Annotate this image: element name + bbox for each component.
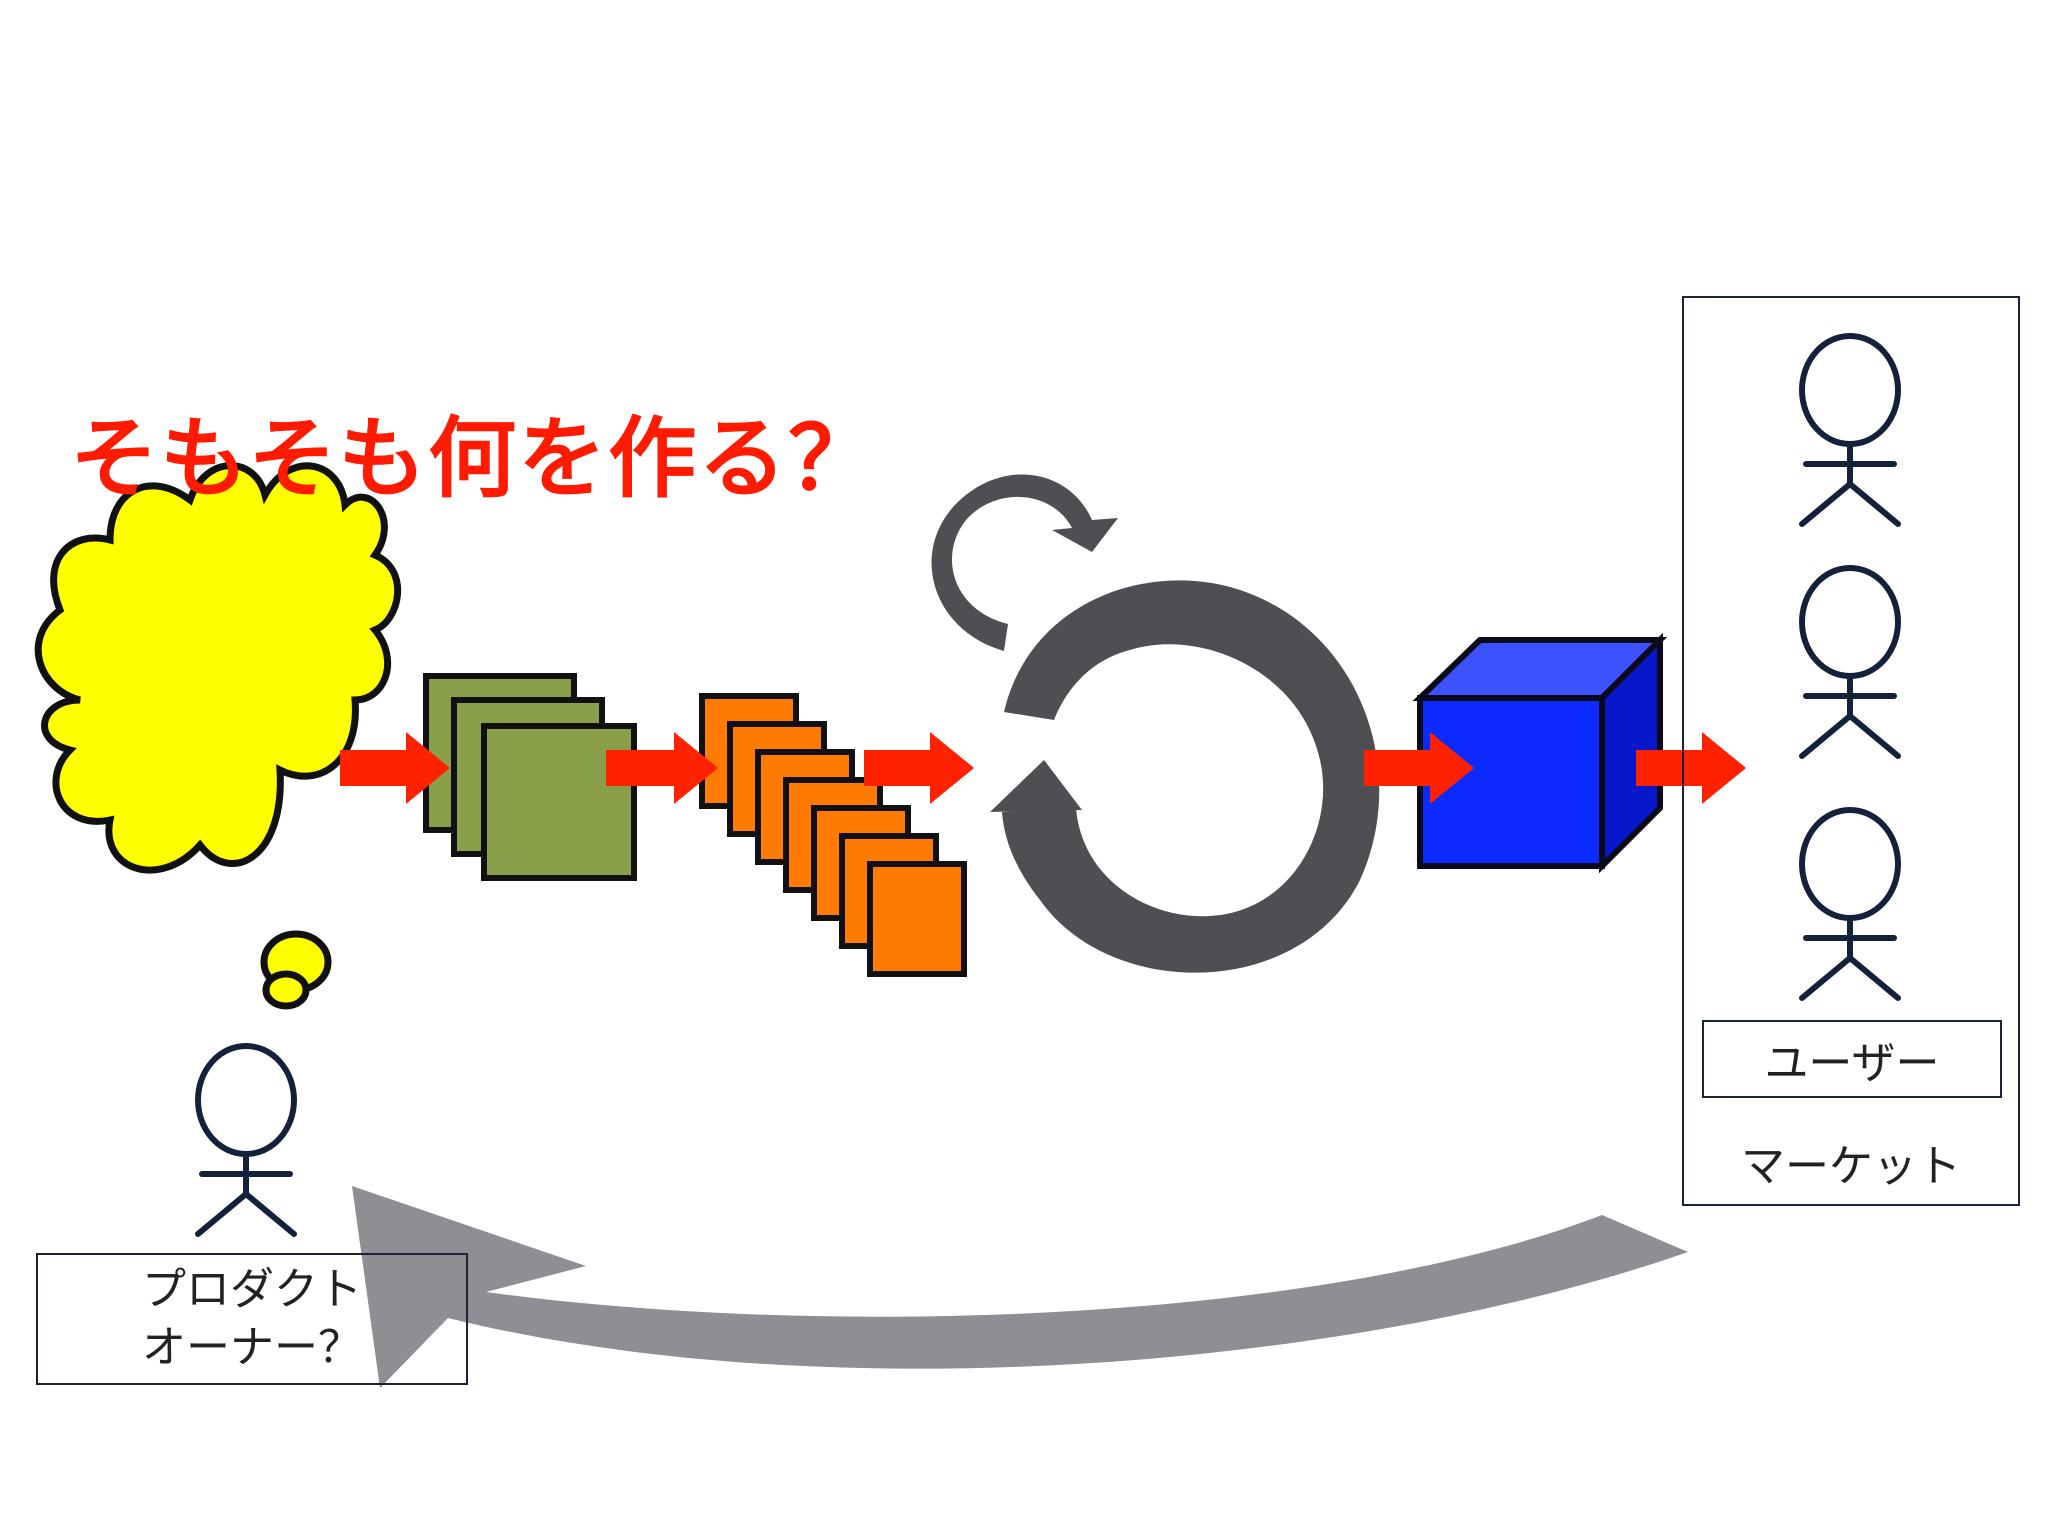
feedback-arrow [352,1186,1688,1388]
red-arrow-icon [1636,732,1746,804]
red-arrow-icon [1364,732,1474,804]
red-arrow-icon [340,732,450,804]
red-arrow-icon [606,732,718,804]
market-label: マーケット [1741,1141,1961,1192]
stick-figure-icon [1799,807,1901,1001]
red-arrow-icon [864,732,974,804]
product-owner-label-box: プロダクト オーナー？ [36,1253,468,1385]
page-title: そもそも何を作る？ [70,407,879,510]
orange-card [867,861,967,977]
users-label: ユーザー [1764,1038,1940,1089]
product-owner-label-line1: プロダクト [142,1264,362,1315]
product-owner-label-line2: オーナー？ [142,1322,362,1373]
users-label-box: ユーザー [1702,1020,2002,1098]
flow-arrows [340,732,1746,804]
stick-figure-icon [195,1043,297,1237]
cube-icon [1412,632,1668,874]
market-container [1682,296,2020,1206]
orange-card-stack [699,693,967,977]
cycle-arrow-icon [931,474,1380,973]
green-card-stack [423,673,637,881]
stick-figures [195,333,1901,1237]
thought-cloud-icon [34,462,402,1010]
stick-figure-icon [1799,565,1901,759]
stick-figure-icon [1799,333,1901,527]
